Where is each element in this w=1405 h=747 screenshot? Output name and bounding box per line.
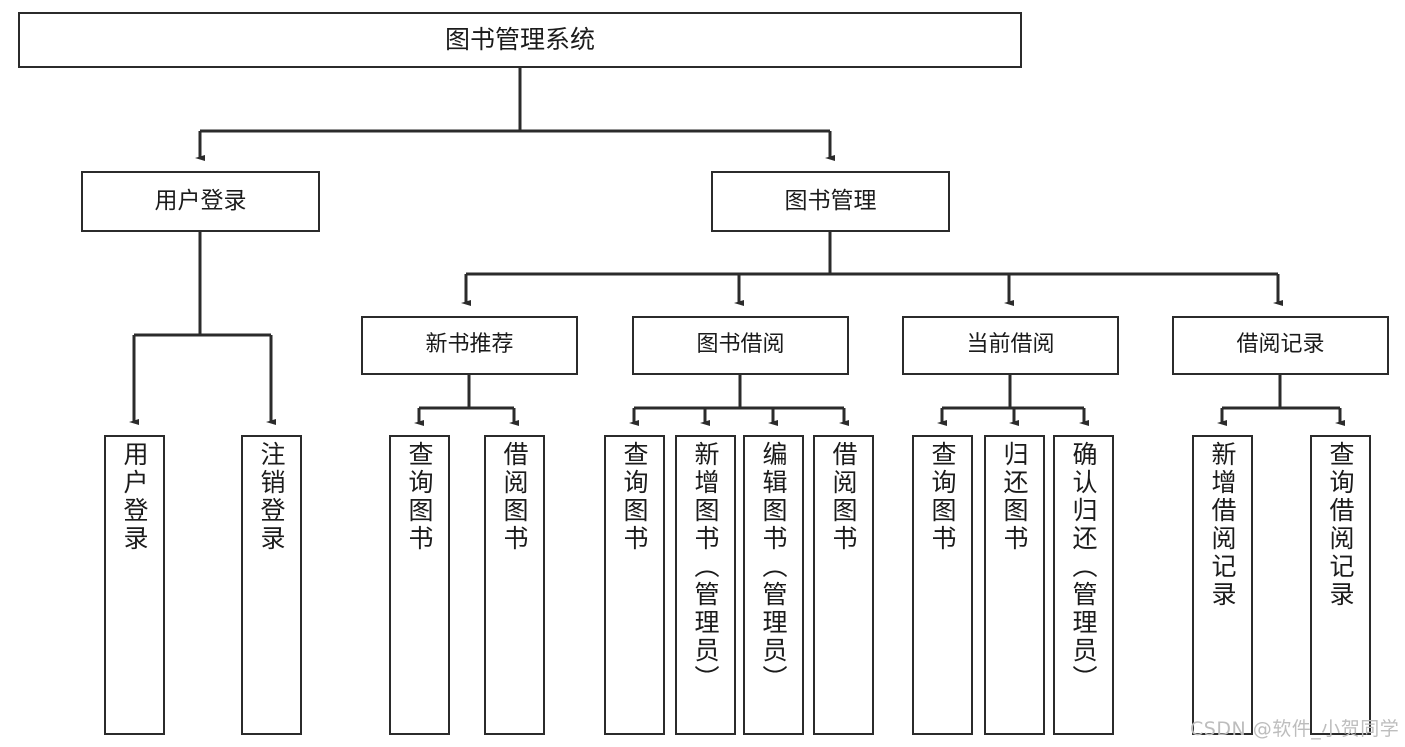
node-leaf-user-login[interactable]: 用户登录 — [104, 435, 165, 735]
node-leaf-query-book-3-label: 查询图书 — [928, 441, 957, 553]
node-leaf-query-record-label: 查询借阅记录 — [1326, 441, 1355, 609]
node-leaf-borrow-book-2[interactable]: 借阅图书 — [813, 435, 874, 735]
node-borrow-record-label: 借阅记录 — [1236, 332, 1325, 358]
node-leaf-confirm-return[interactable]: 确认归还（管理员） — [1053, 435, 1114, 735]
node-book-manage-label: 图书管理 — [784, 187, 877, 214]
node-leaf-add-record[interactable]: 新增借阅记录 — [1192, 435, 1253, 735]
node-borrow-record[interactable]: 借阅记录 — [1172, 316, 1389, 375]
node-book-borrow-label: 图书借阅 — [696, 332, 785, 358]
node-leaf-add-book-label: 新增图书（管理员） — [691, 441, 720, 693]
node-leaf-add-book[interactable]: 新增图书（管理员） — [675, 435, 736, 735]
node-book-manage[interactable]: 图书管理 — [711, 171, 950, 232]
node-leaf-borrow-book-1[interactable]: 借阅图书 — [484, 435, 545, 735]
node-new-book-recommend[interactable]: 新书推荐 — [361, 316, 578, 375]
node-current-borrow-label: 当前借阅 — [966, 332, 1055, 358]
node-user-login[interactable]: 用户登录 — [81, 171, 320, 232]
wire-group-user-login — [129, 232, 276, 425]
node-leaf-query-book-2[interactable]: 查询图书 — [604, 435, 665, 735]
node-leaf-borrow-book-2-label: 借阅图书 — [829, 441, 858, 553]
node-leaf-edit-book[interactable]: 编辑图书（管理员） — [743, 435, 804, 735]
node-book-borrow[interactable]: 图书借阅 — [632, 316, 849, 375]
node-leaf-return-book[interactable]: 归还图书 — [984, 435, 1045, 735]
node-leaf-query-book-1-label: 查询图书 — [405, 441, 434, 553]
node-new-book-recommend-label: 新书推荐 — [425, 332, 514, 358]
node-leaf-return-book-label: 归还图书 — [1000, 441, 1029, 553]
node-current-borrow[interactable]: 当前借阅 — [902, 316, 1119, 375]
node-leaf-user-login-label: 用户登录 — [120, 441, 149, 553]
wire-group-book-borrow — [629, 375, 849, 426]
wire-group-root — [195, 68, 835, 161]
node-leaf-borrow-book-1-label: 借阅图书 — [500, 441, 529, 553]
wire-group-borrow-record — [1217, 375, 1345, 426]
node-leaf-query-book-2-label: 查询图书 — [620, 441, 649, 553]
node-root-system[interactable]: 图书管理系统 — [18, 12, 1022, 68]
node-leaf-query-record[interactable]: 查询借阅记录 — [1310, 435, 1371, 735]
node-leaf-query-book-1[interactable]: 查询图书 — [389, 435, 450, 735]
wire-group-book-manage — [461, 232, 1283, 306]
node-leaf-user-logout[interactable]: 注销登录 — [241, 435, 302, 735]
wire-group-new-book-recommend — [414, 375, 519, 426]
node-leaf-confirm-return-label: 确认归还（管理员） — [1069, 441, 1098, 693]
node-user-login-label: 用户登录 — [154, 187, 247, 214]
node-leaf-user-logout-label: 注销登录 — [257, 441, 286, 553]
wire-group-current-borrow — [937, 375, 1089, 426]
node-leaf-add-record-label: 新增借阅记录 — [1208, 441, 1237, 609]
node-leaf-edit-book-label: 编辑图书（管理员） — [759, 441, 788, 693]
csdn-watermark: CSDN @软件_小贺同学 — [1190, 718, 1400, 740]
node-leaf-query-book-3[interactable]: 查询图书 — [912, 435, 973, 735]
node-root-system-label: 图书管理系统 — [444, 25, 595, 54]
